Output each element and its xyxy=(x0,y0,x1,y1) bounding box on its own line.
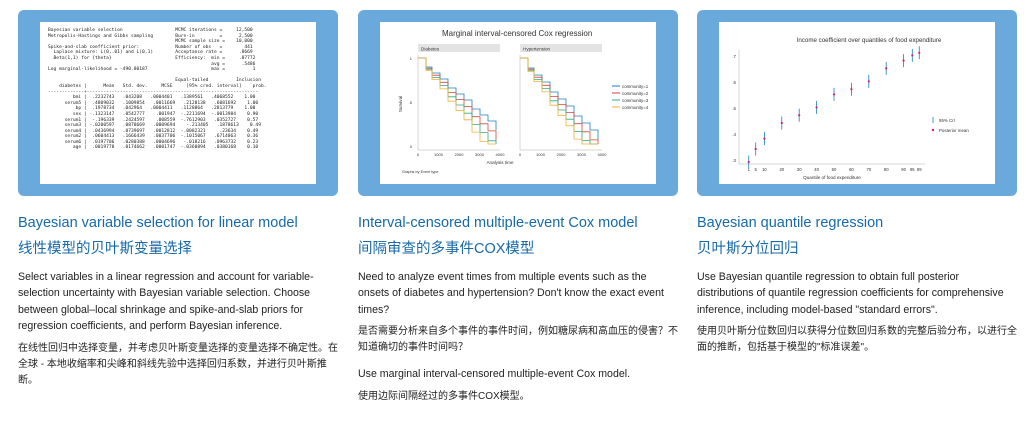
x-tick-label: 90 xyxy=(901,167,906,172)
legend-swatch-mean xyxy=(931,128,935,132)
x-tick-label: 1 xyxy=(748,167,751,172)
x-tick-label: 99 xyxy=(917,167,922,172)
legend-label: community=3 xyxy=(622,98,649,103)
x-tick-label: 1000 xyxy=(536,152,546,157)
chart-title: Income coefficient over quantiles of foo… xyxy=(797,37,942,44)
card-title-en[interactable]: Interval-censored multiple-event Cox mod… xyxy=(358,215,638,231)
card-title-zh[interactable]: 线性模型的贝叶斯变量选择 xyxy=(18,241,192,257)
y-axis-label: Survival xyxy=(398,96,403,112)
stata-output-text: Bayesian variable selection MCMC iterati… xyxy=(48,28,267,151)
card-bayesian-quantile-regression: Income coefficient over quantiles of foo… xyxy=(697,0,1017,356)
card-title-zh[interactable]: 贝叶斯分位回归 xyxy=(697,241,799,257)
card-description-en: Select variables in a linear regression … xyxy=(18,271,314,333)
card-description-zh: 使用贝叶斯分位数回归以获得分位数回归系数的完整后验分布，以进行全面的推断，包括基… xyxy=(697,326,1017,354)
posterior-mean-point xyxy=(815,106,818,109)
quantile-graph-image: Income coefficient over quantiles of foo… xyxy=(719,22,995,184)
survival-curve xyxy=(418,57,496,145)
y-tick-label: .3 xyxy=(732,158,736,163)
legend-label: Posterior mean xyxy=(939,128,969,133)
x-tick-label: 4000 xyxy=(496,152,506,157)
card-description-en: Need to analyze event times from multipl… xyxy=(358,271,664,316)
x-tick-label: 95 xyxy=(910,167,915,172)
x-tick-label: 2000 xyxy=(455,152,465,157)
y-tick-label: 0 xyxy=(410,144,413,149)
posterior-mean-point xyxy=(754,147,757,151)
panel-title: Hypertension xyxy=(523,47,551,52)
posterior-mean-point xyxy=(780,121,783,125)
card-description-en: Use Bayesian quantile regression to obta… xyxy=(697,271,1004,316)
survival-curve xyxy=(520,57,598,145)
x-tick-label: 0 xyxy=(417,152,420,157)
posterior-mean-point xyxy=(832,93,836,96)
card-title-en[interactable]: Bayesian variable selection for linear m… xyxy=(18,215,298,231)
card-description-zh-2: 使用边际间隔经过的多事件COX模型。 xyxy=(358,390,530,402)
x-tick-label: 4000 xyxy=(598,152,608,157)
legend-label: 95% CrI xyxy=(939,118,955,123)
x-tick-label: 60 xyxy=(849,167,854,172)
quantile-coefficient-chart: Income coefficient over quantiles of foo… xyxy=(732,37,969,180)
survival-curve xyxy=(418,57,497,144)
legend-label: community=1 xyxy=(622,84,649,89)
y-tick-label: .5 xyxy=(409,100,413,105)
y-tick-label: .7 xyxy=(732,54,736,59)
x-tick-label: 70 xyxy=(866,167,871,172)
x-tick-label: 30 xyxy=(797,167,802,172)
card-interval-censored-cox: Marginal interval-censored Cox regressio… xyxy=(358,0,678,405)
x-tick-label: 80 xyxy=(884,167,889,172)
x-tick-label: 20 xyxy=(779,167,784,172)
panel-header xyxy=(520,44,602,52)
posterior-mean-point xyxy=(798,114,801,117)
x-tick-label: 3000 xyxy=(577,152,587,157)
x-tick-label: 3000 xyxy=(475,152,485,157)
card-description-zh: 是否需要分析来自多个事件的事件时间，例如糖尿病和高血压的侵害？不知道确切的事件时… xyxy=(358,326,678,354)
cox-graph-image: Marginal interval-censored Cox regressio… xyxy=(380,22,656,184)
card-thumbnail[interactable]: Marginal interval-censored Cox regressio… xyxy=(358,10,678,196)
panel-title: Diabetes xyxy=(421,47,440,52)
posterior-mean-point xyxy=(918,51,921,54)
posterior-mean-point xyxy=(763,137,766,140)
x-tick-label: 1000 xyxy=(434,152,444,157)
y-tick-label: 1 xyxy=(410,56,413,61)
x-tick-label: 5 xyxy=(755,167,758,172)
x-tick-label: 10 xyxy=(762,167,767,172)
x-tick-label: 0 xyxy=(519,152,522,157)
card-description-zh: 在线性回归中选择变量，并考虑贝叶斯变量选择的变量选择不确定性。在全球 - 本地收… xyxy=(18,342,338,386)
graph-note: Graphs by Event type xyxy=(402,170,439,174)
chart-title: Marginal interval-censored Cox regressio… xyxy=(442,29,592,38)
x-tick-label: 50 xyxy=(832,167,837,172)
cox-survival-chart: Marginal interval-censored Cox regressio… xyxy=(398,29,649,174)
posterior-mean-point xyxy=(747,160,750,164)
posterior-mean-point xyxy=(885,67,888,70)
y-tick-label: .6 xyxy=(732,80,736,85)
posterior-mean-point xyxy=(911,54,914,57)
panel-header xyxy=(418,44,500,52)
card-thumbnail[interactable]: Income coefficient over quantiles of foo… xyxy=(697,10,1017,196)
card-bayesian-variable-selection: Bayesian variable selection MCMC iterati… xyxy=(18,0,338,389)
x-tick-label: 40 xyxy=(814,167,819,172)
y-tick-label: .5 xyxy=(732,106,736,111)
legend-label: community=4 xyxy=(622,105,649,110)
posterior-mean-point xyxy=(867,80,870,83)
card-title-en[interactable]: Bayesian quantile regression xyxy=(697,215,884,231)
stata-output-image: Bayesian variable selection MCMC iterati… xyxy=(40,22,316,184)
y-tick-label: .4 xyxy=(732,132,736,137)
x-tick-label: 2000 xyxy=(557,152,567,157)
x-axis-label: Quantile of food expenditure xyxy=(803,175,861,180)
posterior-mean-point xyxy=(850,88,853,91)
posterior-mean-point xyxy=(902,59,905,62)
x-axis-label: Analysis time xyxy=(486,160,514,165)
card-description-en-2: Use marginal interval-censored multiple-… xyxy=(358,368,631,381)
card-title-zh[interactable]: 间隔审查的多事件COX模型 xyxy=(358,241,535,257)
legend-label: community=2 xyxy=(622,91,649,96)
card-thumbnail[interactable]: Bayesian variable selection MCMC iterati… xyxy=(18,10,338,196)
